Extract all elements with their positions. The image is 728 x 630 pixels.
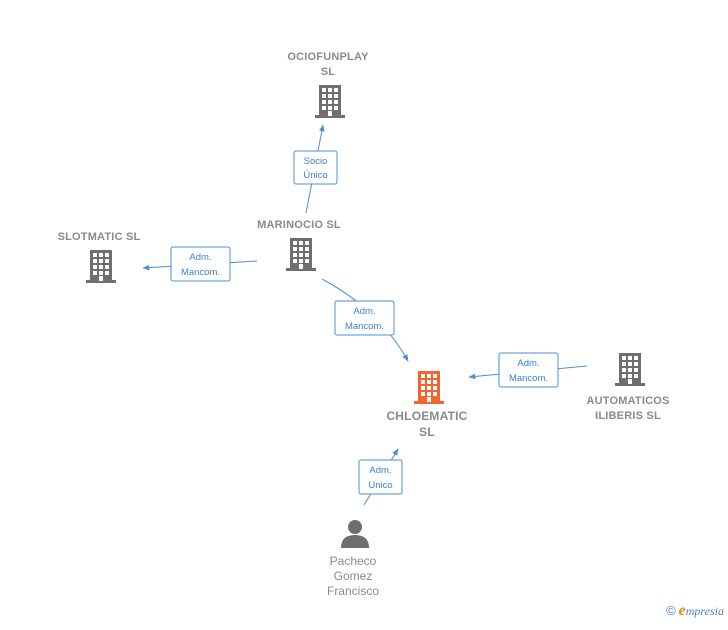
node-label-line-1: OCIOFUNPLAY xyxy=(287,51,369,63)
edge-marinocio-ociofunplay: Socio Único xyxy=(293,124,338,214)
edge-label-line-2: Mancom. xyxy=(181,267,220,278)
node-label-line-1: Pacheco xyxy=(330,554,377,568)
node-label-line-2: ILIBERIS SL xyxy=(595,410,661,422)
edge-marinocio-slotmatic: Adm. Mancom. xyxy=(142,246,258,282)
edge-label-line-2: Único xyxy=(303,170,327,181)
node-label-line-1: CHLOEMATIC xyxy=(386,409,467,423)
edge-label-box[interactable] xyxy=(358,459,403,495)
edge-label-line-1: Adm. xyxy=(189,252,211,263)
node-ociofunplay[interactable]: OCIOFUNPLAY SL xyxy=(287,51,369,118)
node-chloematic[interactable]: CHLOEMATIC SL xyxy=(386,371,467,439)
edge-label-line-2: Mancom. xyxy=(509,373,548,384)
edge-label-line-1: Adm. xyxy=(353,306,375,317)
edge-label-line-1: Adm. xyxy=(517,358,539,369)
edge-label-line-2: Unico xyxy=(368,480,392,491)
brand-logo-initial: e xyxy=(678,602,686,619)
node-label-line-2: Gomez xyxy=(334,569,373,583)
edge-automaticos-chloematic: Adm. Mancom. xyxy=(468,352,588,388)
edge-label-line-1: Socio xyxy=(304,156,328,167)
brand-logo-text: mpresia xyxy=(685,604,724,618)
edge-label-box[interactable] xyxy=(498,352,559,388)
building-icon xyxy=(615,353,645,386)
node-label-line-1: AUTOMATICOS xyxy=(586,395,669,407)
node-label-line-2: SL xyxy=(419,425,435,439)
node-pacheco[interactable]: Pacheco Gomez Francisco xyxy=(327,520,379,598)
node-label-line-1: SLOTMATIC SL xyxy=(58,231,141,243)
node-label-line-1: MARINOCIO SL xyxy=(257,219,341,231)
node-label-line-3: Francisco xyxy=(327,584,379,598)
copyright-footer: © empresia xyxy=(666,602,724,620)
edge-label-box[interactable] xyxy=(334,300,395,336)
edge-pacheco-chloematic: Adm. Unico xyxy=(358,448,403,506)
edge-marinocio-chloematic: Adm. Mancom. xyxy=(321,278,409,362)
edge-label-box[interactable] xyxy=(293,150,338,185)
building-icon xyxy=(286,238,316,271)
node-slotmatic[interactable]: SLOTMATIC SL xyxy=(58,231,141,283)
building-icon xyxy=(414,371,444,404)
edge-label-line-2: Mancom. xyxy=(345,321,384,332)
node-marinocio[interactable]: MARINOCIO SL xyxy=(257,219,341,271)
copyright-icon: © xyxy=(666,603,676,618)
node-label-line-2: SL xyxy=(321,66,336,78)
building-icon xyxy=(86,250,116,283)
building-icon xyxy=(315,85,345,118)
edge-label-box[interactable] xyxy=(170,246,231,282)
person-icon xyxy=(341,520,369,548)
node-automaticos[interactable]: AUTOMATICOS ILIBERIS SL xyxy=(586,353,669,422)
edge-label-line-1: Adm. xyxy=(369,465,391,476)
